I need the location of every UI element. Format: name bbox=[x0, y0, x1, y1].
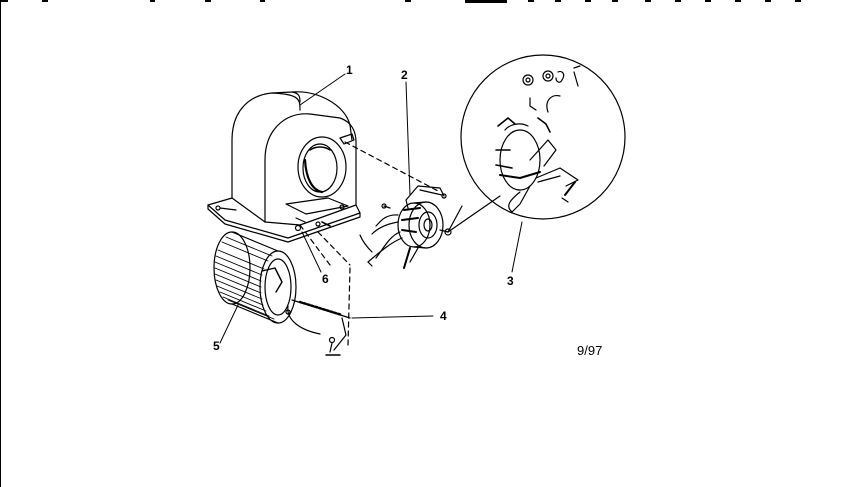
alignment-lines bbox=[299, 141, 441, 346]
top-edge-marks bbox=[0, 0, 801, 3]
capacitor-bracket bbox=[285, 299, 351, 356]
blower-motor bbox=[359, 185, 452, 269]
blower-housing bbox=[207, 91, 361, 243]
page-left-border bbox=[0, 0, 1, 487]
callout-4-label: 4 bbox=[440, 309, 447, 323]
callout-5-label: 5 bbox=[213, 339, 220, 353]
callout-3-label: 3 bbox=[507, 274, 514, 288]
callout-6-label: 6 bbox=[322, 272, 329, 286]
revision-date: 9/97 bbox=[577, 343, 603, 358]
detail-circle bbox=[447, 54, 626, 233]
blower-wheel bbox=[213, 231, 297, 324]
callout-2-label: 2 bbox=[401, 68, 408, 82]
callout-leaders bbox=[219, 73, 523, 344]
callout-1-label: 1 bbox=[346, 63, 353, 77]
